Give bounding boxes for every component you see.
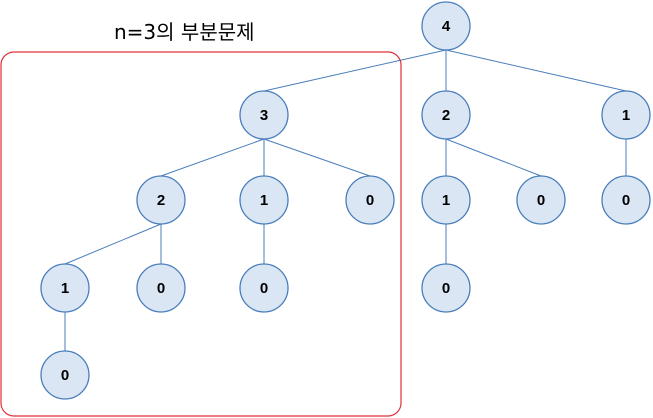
tree-node-label: 1 <box>622 107 630 124</box>
tree-node-circle <box>421 263 471 313</box>
tree-node-label: 0 <box>622 192 630 209</box>
tree-node-label: 1 <box>61 280 69 297</box>
tree-node-label: 0 <box>366 192 374 209</box>
tree-node-circle <box>136 263 186 313</box>
tree-node: 4 <box>421 1 471 51</box>
tree-node-circle <box>421 175 471 225</box>
tree-node-circle <box>601 175 651 225</box>
tree-node-label: 1 <box>260 192 268 209</box>
tree-node: 0 <box>516 175 566 225</box>
tree-node-label: 1 <box>442 192 450 209</box>
tree-node-circle <box>345 175 395 225</box>
tree-node-label: 2 <box>157 192 165 209</box>
tree-node-label: 0 <box>260 280 268 297</box>
subproblem-label: n=3의 부분문제 <box>114 20 255 44</box>
tree-node-circle <box>239 90 289 140</box>
tree-node: 1 <box>421 175 471 225</box>
tree-node: 0 <box>421 263 471 313</box>
tree-node: 0 <box>239 263 289 313</box>
tree-node-circle <box>40 263 90 313</box>
tree-node-circle <box>136 175 186 225</box>
tree-node-circle <box>239 263 289 313</box>
tree-node-label: 4 <box>442 18 451 35</box>
tree-node: 2 <box>136 175 186 225</box>
tree-node-label: 0 <box>157 280 165 297</box>
tree-node: 1 <box>40 263 90 313</box>
tree-edge <box>445 49 627 92</box>
tree-edge <box>160 138 265 177</box>
tree-node: 1 <box>239 175 289 225</box>
tree-node-circle <box>421 1 471 51</box>
tree-node: 1 <box>601 90 651 140</box>
tree-node-label: 0 <box>442 280 450 297</box>
tree-node-circle <box>239 175 289 225</box>
tree-node-label: 0 <box>537 192 545 209</box>
tree-edge <box>64 223 162 265</box>
subproblem-region <box>0 51 402 417</box>
tree-node-circle <box>601 90 651 140</box>
tree-node-circle <box>40 350 90 400</box>
tree-node: 2 <box>421 90 471 140</box>
tree-node-label: 2 <box>442 107 450 124</box>
tree-edge <box>263 138 371 177</box>
tree-node: 3 <box>239 90 289 140</box>
tree-edge <box>263 49 447 92</box>
tree-node-circle <box>421 90 471 140</box>
tree-node-circle <box>516 175 566 225</box>
tree-edge <box>445 138 542 177</box>
tree-node: 0 <box>345 175 395 225</box>
tree-node-label: 3 <box>260 107 268 124</box>
tree-node-label: 0 <box>61 367 69 384</box>
tree-node: 0 <box>40 350 90 400</box>
tree-node: 0 <box>601 175 651 225</box>
tree-nodes: 4 3 2 1 2 1 0 1 0 0 1 0 0 0 0 <box>40 1 651 400</box>
tree-node: 0 <box>136 263 186 313</box>
tree-edges <box>64 49 627 351</box>
